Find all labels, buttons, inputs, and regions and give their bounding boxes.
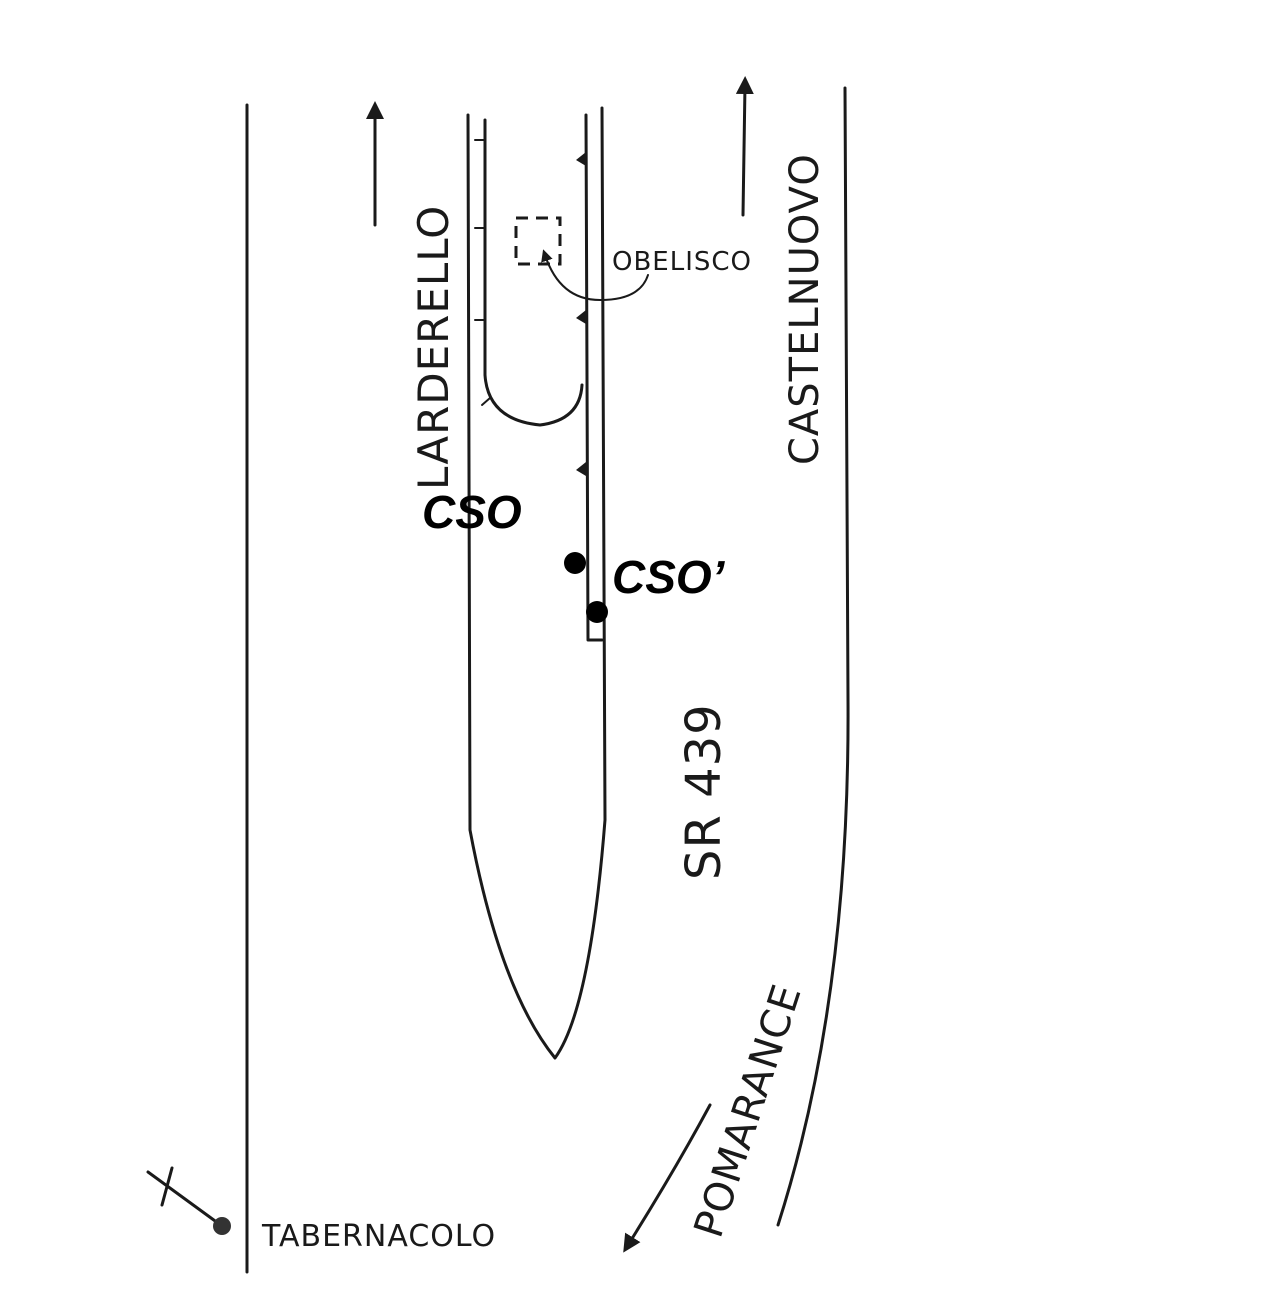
obelisco-marker (514, 216, 562, 266)
label-tabernacolo: TABERNACOLO (261, 1219, 496, 1254)
arrow-castelnuovo (735, 76, 754, 217)
obelisco-pointer (541, 249, 649, 302)
label-cso-prime: CSO’ (612, 551, 726, 603)
tick-right-2 (576, 310, 586, 324)
label-obelisco: OBELISCO (612, 247, 752, 277)
tabernacolo-cross-icon (146, 1170, 224, 1228)
label-pomarance: POMARANCE (686, 979, 811, 1243)
right-road-edge (776, 86, 850, 1227)
label-castelnuovo: CASTELNUOVO (782, 153, 828, 465)
median-island (466, 106, 607, 1060)
label-cso: CSO (422, 486, 522, 538)
arrow-pomarance (623, 1103, 712, 1253)
cso-point (564, 552, 586, 574)
cso-prime-point (586, 601, 608, 623)
inner-left-service-line (483, 118, 584, 427)
inner-median-line (584, 113, 604, 642)
tabernacolo-point (213, 1217, 231, 1235)
curve-tick (481, 397, 491, 406)
tick-right-1 (576, 152, 586, 166)
label-road-sr439: SR 439 (676, 703, 732, 880)
tabernacolo-cross-bar (160, 1166, 174, 1207)
tick-right-3 (576, 462, 586, 476)
label-larderello: LARDERELLO (409, 205, 458, 490)
